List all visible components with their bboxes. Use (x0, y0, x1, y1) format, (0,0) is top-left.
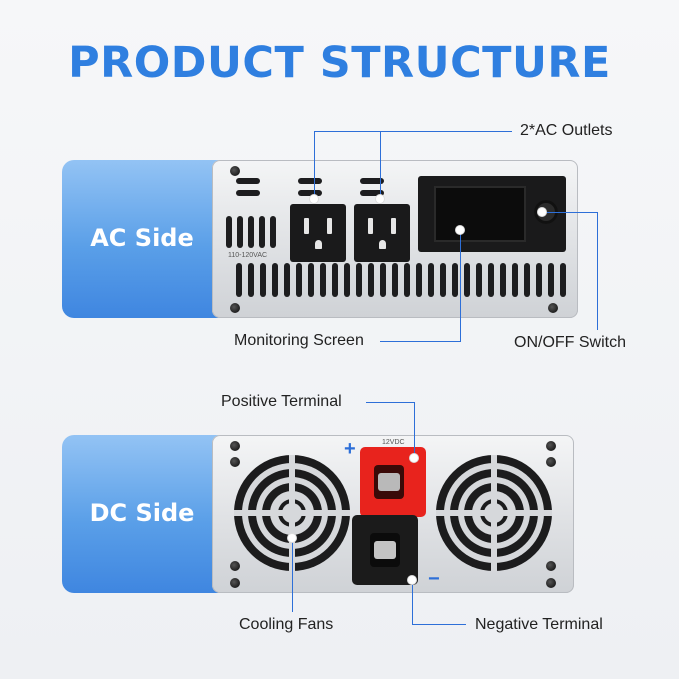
ac-outlets-callout: 2*AC Outlets (520, 122, 613, 139)
vent-slot (332, 263, 338, 297)
vent-slot (476, 263, 482, 297)
screw (230, 457, 240, 467)
vent-slot (416, 263, 422, 297)
negative-terminal-callout: Negative Terminal (475, 616, 603, 633)
vent-slot (308, 263, 314, 297)
vent-slot (298, 190, 322, 196)
callout-line (542, 212, 597, 213)
vent-slot (236, 178, 260, 184)
ac-outlet (354, 204, 410, 262)
vent-slot (392, 263, 398, 297)
vent-slot (440, 263, 446, 297)
screw (548, 303, 558, 313)
ac-voltage-label: 110-120VAC (228, 252, 268, 259)
callout-dot (376, 195, 384, 203)
vent-slot (464, 263, 470, 297)
callout-dot (538, 208, 546, 216)
vent-slot (236, 263, 242, 297)
ac-outlet (290, 204, 346, 262)
vent-slot (560, 263, 566, 297)
dc-side-label: DC Side (89, 499, 195, 527)
vent-slot (488, 263, 494, 297)
monitoring-screen-callout: Monitoring Screen (234, 332, 364, 349)
vent-slot (404, 263, 410, 297)
vent-slot (320, 263, 326, 297)
callout-line (366, 402, 414, 403)
vent-slot (452, 263, 458, 297)
callout-line (314, 131, 315, 199)
screw (546, 578, 556, 588)
screw (546, 441, 556, 451)
vent-slot (536, 263, 542, 297)
ac-side-label: AC Side (90, 224, 194, 252)
callout-line (292, 538, 293, 612)
cooling-fans-callout: Cooling Fans (239, 616, 334, 633)
vent-slot (284, 263, 290, 297)
callout-dot (288, 534, 296, 542)
positive-terminal-callout: Positive Terminal (221, 393, 342, 410)
callout-line (380, 131, 381, 199)
callout-line (380, 341, 461, 342)
vent-slot (428, 263, 434, 297)
page-title: PRODUCT STRUCTURE (68, 38, 611, 88)
dc-panel: 12VDC (212, 435, 574, 593)
callout-dot (408, 576, 416, 584)
screw (546, 457, 556, 467)
terminal-screw (378, 473, 400, 491)
vent-slot (259, 216, 265, 248)
minus-sign: − (428, 568, 440, 590)
monitoring-screen (434, 186, 526, 242)
plus-sign: + (344, 438, 356, 460)
dc-voltage-label: 12VDC (382, 439, 405, 446)
vent-slot (356, 263, 362, 297)
cooling-fan (436, 455, 552, 571)
vent-slot (260, 263, 266, 297)
vent-slot (296, 263, 302, 297)
screw (230, 561, 240, 571)
negative-terminal (352, 515, 418, 585)
vent-slot (272, 263, 278, 297)
vent-slot (298, 178, 322, 184)
screw (546, 561, 556, 571)
screw (230, 166, 240, 176)
cooling-fan (234, 455, 350, 571)
ac-panel: 110-120VAC (212, 160, 578, 318)
callout-line (412, 580, 413, 625)
callout-line (412, 624, 466, 625)
vent-slot (248, 216, 254, 248)
vent-slot (270, 216, 276, 248)
vent-slot (344, 263, 350, 297)
vent-slot (226, 216, 232, 248)
screw (230, 303, 240, 313)
vent-slot (548, 263, 554, 297)
vent-slot (368, 263, 374, 297)
callout-line (460, 230, 461, 341)
callout-dot (410, 454, 418, 462)
on-off-switch-callout: ON/OFF Switch (514, 334, 627, 351)
vent-slot (500, 263, 506, 297)
vent-slot (237, 216, 243, 248)
callout-line (597, 212, 598, 330)
vent-slot (360, 178, 384, 184)
callout-line (314, 131, 512, 132)
callout-dot (310, 195, 318, 203)
vent-slot (236, 190, 260, 196)
vent-slot (360, 190, 384, 196)
terminal-screw (374, 541, 396, 559)
screw (230, 578, 240, 588)
vent-slot (524, 263, 530, 297)
callout-line (414, 402, 415, 458)
callout-dot (456, 226, 464, 234)
vent-slot (512, 263, 518, 297)
vent-slot (380, 263, 386, 297)
vent-slot (248, 263, 254, 297)
screw (230, 441, 240, 451)
